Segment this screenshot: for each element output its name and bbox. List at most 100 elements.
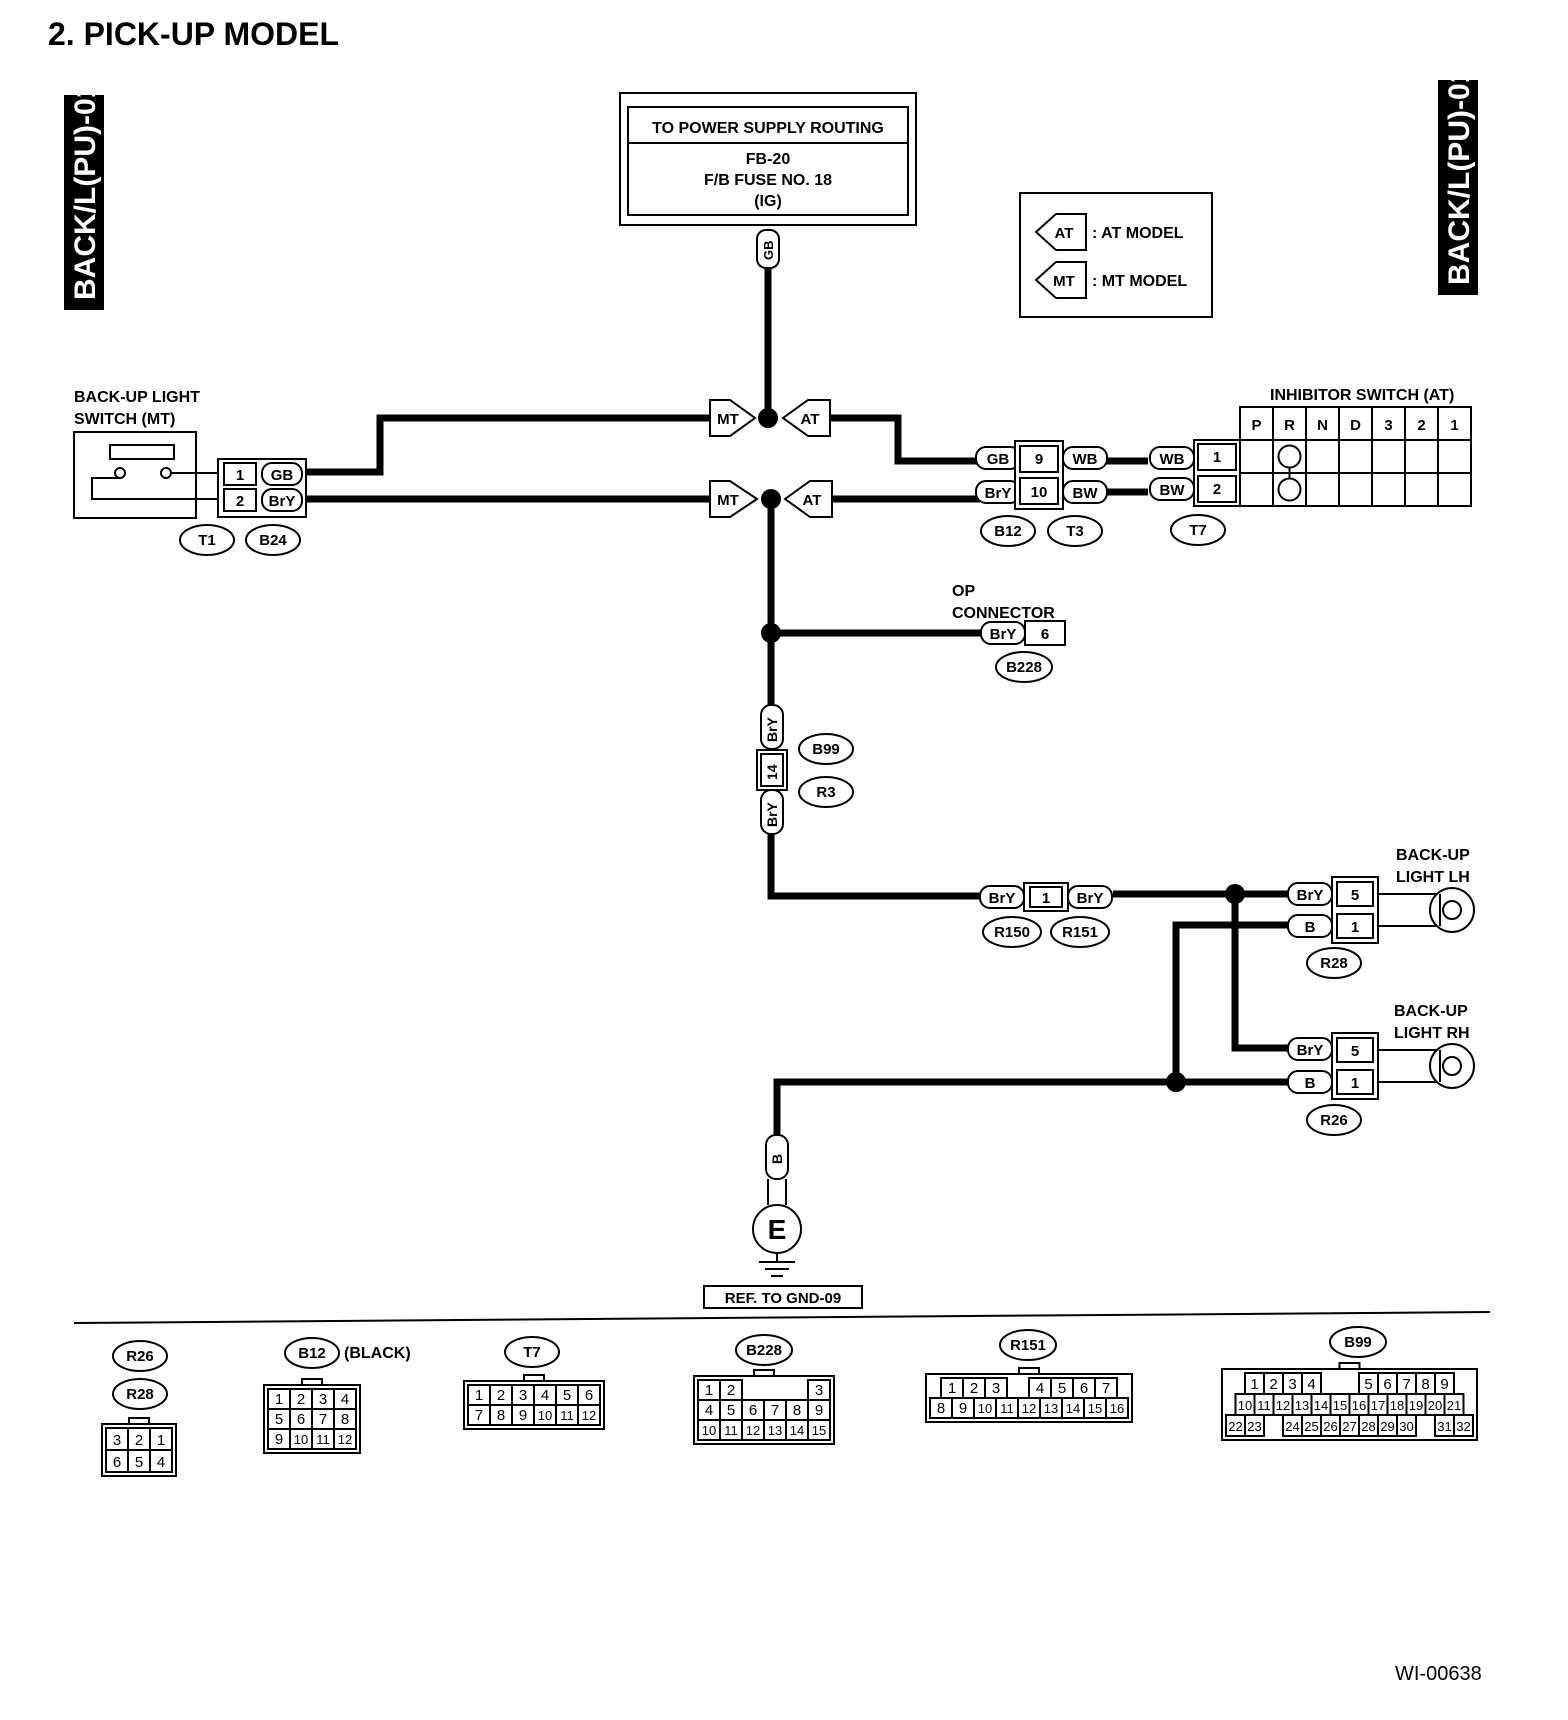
side-tab-left: BACK/L(PU)-01 (64, 82, 104, 310)
b99-cavity-31: 31 (1437, 1419, 1451, 1434)
t7-cavity-8: 8 (497, 1407, 505, 1424)
r151-cavity-4: 4 (1036, 1380, 1044, 1397)
view-label-r26: R26 (126, 1348, 154, 1365)
r150-wire: BrY (989, 890, 1016, 907)
b228-cavity-15: 15 (812, 1423, 826, 1438)
b99-cavity-1: 1 (1250, 1376, 1258, 1393)
power-wire-code: GB (761, 241, 776, 261)
b99-r3-connector: BrY 14 BrY B99 R3 (756, 704, 854, 835)
r26-cavity-2: 2 (135, 1432, 143, 1449)
inhibitor-pin-2: 2 (1213, 481, 1221, 498)
r3-wire-bottom: BrY (764, 801, 780, 827)
r150-pin: 1 (1042, 890, 1050, 907)
b99-cavity-13: 13 (1295, 1398, 1309, 1413)
conn-t3: T3 (1066, 523, 1084, 540)
view-label-b12-note: (BLACK) (344, 1345, 411, 1362)
lh-pin-5: 5 (1351, 887, 1359, 904)
inhibitor-position-4: 3 (1384, 417, 1392, 434)
lh-wire-top: BrY (1297, 887, 1324, 904)
t7-cavity-6: 6 (585, 1387, 593, 1404)
view-label-b12: B12 (298, 1345, 326, 1362)
t3-wire-top-right: WB (1073, 451, 1098, 468)
b228-cavity-13: 13 (768, 1423, 782, 1438)
b99-cavity-17: 17 (1371, 1398, 1385, 1413)
b99-cavity-23: 23 (1247, 1419, 1261, 1434)
b228-cavity-6: 6 (749, 1402, 757, 1419)
b99-cavity-22: 22 (1228, 1419, 1242, 1434)
conn-r26: R26 (1320, 1112, 1348, 1129)
lh-pin-1: 1 (1351, 919, 1359, 936)
r151-cavity-13: 13 (1044, 1401, 1058, 1416)
rh-label-1: BACK-UP (1394, 1003, 1468, 1020)
conn-r3: R3 (816, 784, 835, 801)
inhibitor-title: INHIBITOR SWITCH (AT) (1270, 387, 1454, 404)
r151-cavity-7: 7 (1102, 1380, 1110, 1397)
b99-cavity-15: 15 (1333, 1398, 1347, 1413)
lh-wire-bottom: B (1305, 919, 1316, 936)
ground-wire: B (769, 1154, 785, 1164)
b12-cavity-8: 8 (341, 1411, 349, 1428)
rh-label-2: LIGHT RH (1394, 1025, 1470, 1042)
r151-wire: BrY (1077, 890, 1104, 907)
document-id: WI-00638 (1395, 1663, 1482, 1685)
b228-cavity-9: 9 (815, 1402, 823, 1419)
b99-cavity-10: 10 (1238, 1398, 1252, 1413)
b99-cavity-5: 5 (1364, 1376, 1372, 1393)
section-divider (73, 1311, 1491, 1324)
tag-mt-bottom: MT (717, 492, 739, 509)
b99-cavity-32: 32 (1456, 1419, 1470, 1434)
b12-wire-bottom-left: BrY (985, 485, 1012, 502)
switch-wire-2: BrY (269, 493, 296, 510)
b99-cavity-19: 19 (1409, 1398, 1423, 1413)
r26-cavity-6: 6 (113, 1454, 121, 1471)
conn-r150: R150 (994, 924, 1030, 941)
b12-cavity-9: 9 (275, 1431, 283, 1448)
b12-cavity-6: 6 (297, 1411, 305, 1428)
b99-cavity-9: 9 (1440, 1376, 1448, 1393)
b99-cavity-7: 7 (1402, 1376, 1410, 1393)
view-label-t7: T7 (523, 1344, 541, 1361)
b99-cavity-30: 30 (1399, 1419, 1413, 1434)
power-supply-box: TO POWER SUPPLY ROUTING FB-20 F/B FUSE N… (619, 92, 917, 226)
tag-at-top: AT (801, 411, 820, 428)
op-pin: 6 (1041, 626, 1049, 643)
t7-cavity-11: 11 (560, 1408, 574, 1423)
tag-at-bottom: AT (803, 492, 822, 509)
b12-cavity-3: 3 (319, 1391, 327, 1408)
inhibitor-position-1: R (1284, 417, 1295, 434)
b99-cavity-11: 11 (1257, 1398, 1271, 1413)
b99-cavity-28: 28 (1361, 1419, 1375, 1434)
t7-cavity-9: 9 (519, 1407, 527, 1424)
conn-t1: T1 (198, 532, 216, 549)
b228-cavity-5: 5 (727, 1402, 735, 1419)
r151-cavity-5: 5 (1058, 1380, 1066, 1397)
switch-pin-1: 1 (236, 467, 244, 484)
b99-cavity-18: 18 (1390, 1398, 1404, 1413)
r151-cavity-2: 2 (970, 1380, 978, 1397)
b12-pin-9: 9 (1035, 451, 1043, 468)
inhibitor-pin-1: 1 (1213, 449, 1221, 466)
legend-at-text: : AT MODEL (1092, 225, 1184, 242)
b12-cavity-10: 10 (294, 1432, 308, 1447)
side-tab-right: BACK/L(PU)-01 (1438, 67, 1478, 295)
r151-cavity-6: 6 (1080, 1380, 1088, 1397)
inhibitor-position-6: 1 (1450, 417, 1458, 434)
r151-cavity-16: 16 (1110, 1401, 1124, 1416)
switch-wire-1: GB (271, 467, 294, 484)
ground: B E REF. TO GND-09 (703, 1134, 863, 1309)
b99-cavity-27: 27 (1342, 1419, 1356, 1434)
lh-label-1: BACK-UP (1396, 847, 1470, 864)
conn-b24: B24 (259, 532, 287, 549)
rh-wire-bottom: B (1305, 1075, 1316, 1092)
r150-r151-connector: BrY 1 BrY R150 R151 (979, 882, 1113, 948)
r151-cavity-8: 8 (937, 1400, 945, 1417)
b12-cavity-2: 2 (297, 1391, 305, 1408)
backup-light-lh: BACK-UP LIGHT LH BrY B 5 1 R28 (1287, 847, 1475, 979)
conn-t7: T7 (1189, 522, 1207, 539)
